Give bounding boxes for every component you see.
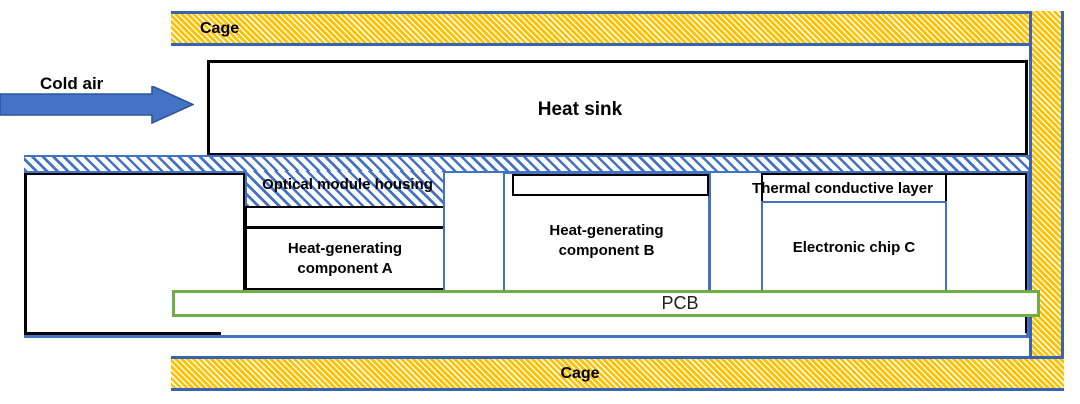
electronic-chip-c-box xyxy=(761,201,947,297)
housing-riser-c-left xyxy=(709,171,711,297)
heat-generating-component-a-box xyxy=(245,227,445,290)
chip-c-shoulder-top xyxy=(945,173,1027,175)
module-left-cavity xyxy=(27,172,245,175)
chip-c-shoulder-right xyxy=(1025,173,1027,333)
module-shell-baseline xyxy=(24,335,1029,338)
thermal-layer-component-b xyxy=(512,174,709,196)
pcb-board xyxy=(172,290,1040,317)
optical-module-housing-block-a xyxy=(245,171,445,207)
module-left-cavity-right-edge xyxy=(243,172,246,290)
module-shell-right-edge xyxy=(1026,157,1029,338)
module-shell-left-edge xyxy=(24,157,27,335)
cold-air-label: Cold air xyxy=(40,73,104,93)
housing-riser-a-right xyxy=(443,171,445,295)
right-arrow-icon xyxy=(0,86,194,124)
optical-module-housing-plate xyxy=(24,155,1029,173)
cage-top-band xyxy=(171,11,1064,46)
thermal-layer-component-a xyxy=(245,206,445,228)
cage-right-band xyxy=(1029,11,1064,391)
heat-sink-box xyxy=(207,60,1028,156)
thermal-layer-chip-c xyxy=(761,173,947,203)
module-shell-bottom-edge xyxy=(24,332,221,335)
cage-bottom-band xyxy=(171,356,1064,391)
